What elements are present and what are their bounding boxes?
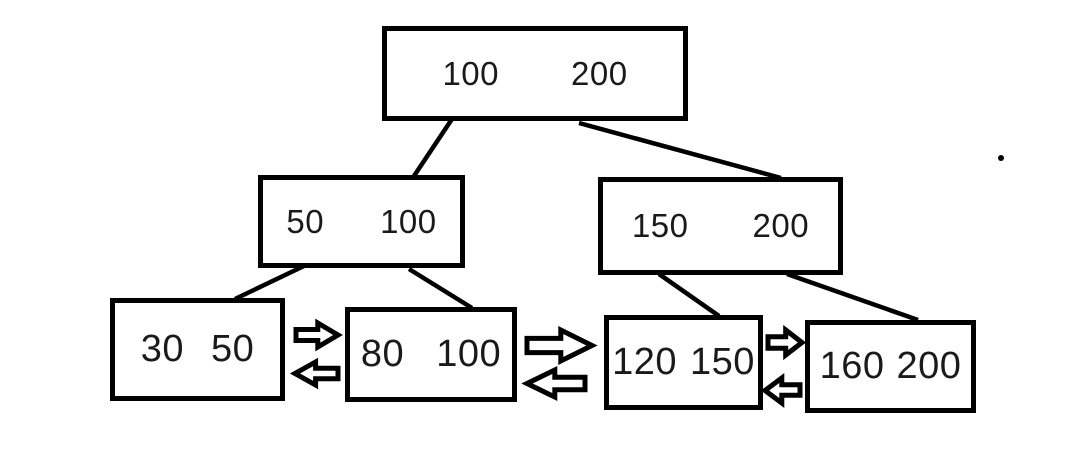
node-key: 100: [380, 202, 437, 240]
node-internal-left: 50 100: [258, 175, 465, 268]
node-leaf-2: 80 100: [345, 307, 517, 402]
node-leaf-1: 30 50: [110, 298, 285, 401]
edge-internal-left-to-leaf-2: [407, 267, 474, 310]
node-key: 200: [896, 345, 962, 387]
left-block-arrow-icon: [760, 373, 803, 408]
right-block-arrow-icon: [765, 324, 807, 361]
node-key: 160: [819, 345, 885, 387]
node-internal-right: 150 200: [598, 177, 843, 275]
edge-root-to-internal-left: [412, 117, 454, 178]
node-key: 100: [442, 54, 499, 92]
edge-internal-right-to-leaf-4: [786, 271, 919, 323]
node-key: 50: [211, 328, 255, 370]
node-leaf-4: 160 200: [805, 320, 976, 413]
right-block-arrow-icon: [293, 318, 343, 352]
left-block-arrow-icon: [521, 366, 588, 401]
node-key: 200: [571, 54, 628, 92]
edge-internal-right-to-leaf-3: [657, 272, 721, 318]
node-root: 100 200: [382, 26, 688, 121]
node-key: 100: [436, 333, 502, 375]
node-leaf-3: 120 150: [604, 315, 763, 410]
stray-dot: [998, 155, 1004, 161]
edge-root-to-internal-right: [578, 120, 782, 181]
node-key: 80: [360, 333, 405, 375]
node-key: 30: [140, 328, 184, 370]
node-key: 200: [752, 207, 810, 244]
edge-internal-left-to-leaf-1: [234, 263, 305, 302]
node-key: 150: [631, 207, 689, 244]
node-key: 50: [286, 202, 325, 240]
left-block-arrow-icon: [289, 357, 341, 390]
node-key: 120: [612, 341, 677, 383]
right-block-arrow-icon: [524, 325, 598, 366]
node-key: 150: [690, 341, 755, 383]
